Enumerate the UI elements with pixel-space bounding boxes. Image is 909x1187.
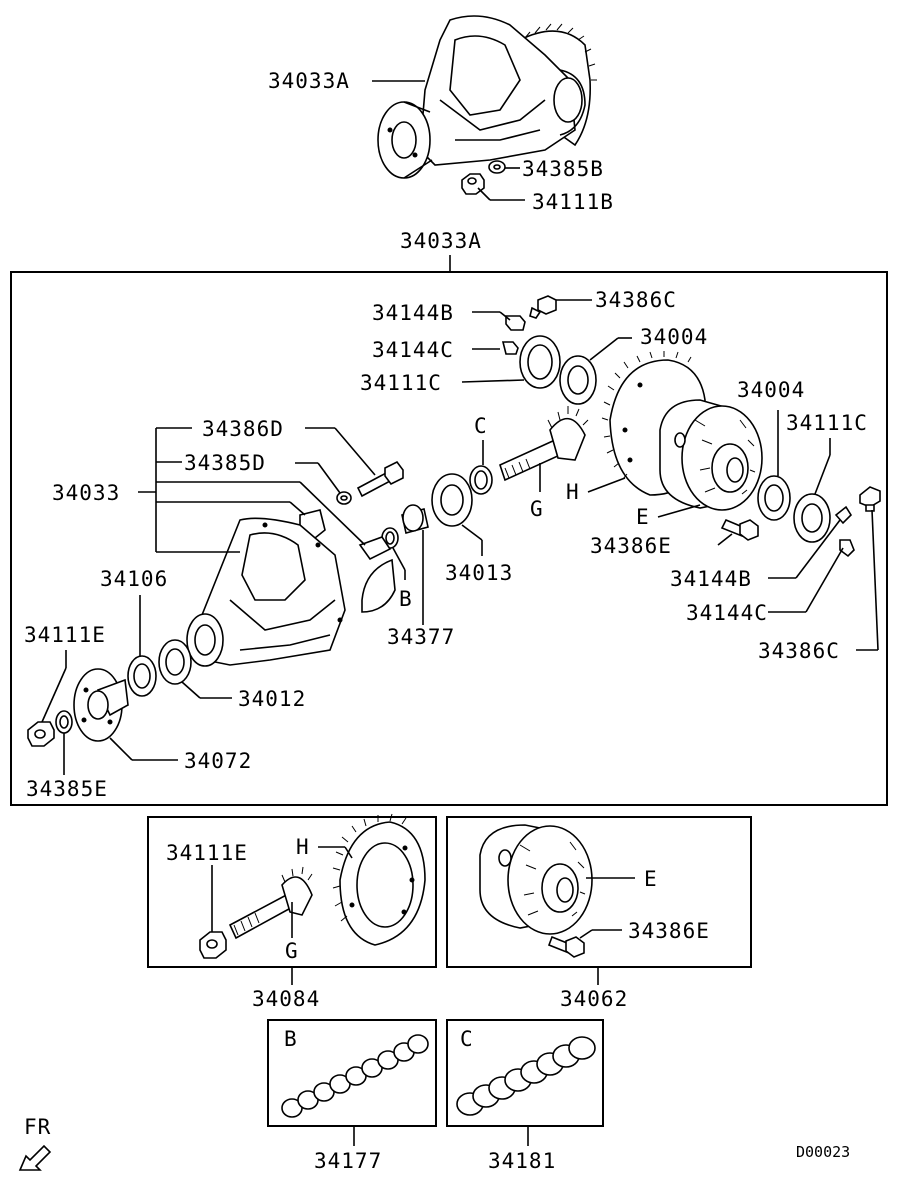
kit-34181-number: 34181: [488, 1149, 556, 1173]
label-G: G: [530, 497, 544, 521]
kit-34177-letter: B: [284, 1027, 298, 1051]
label-34111E: 34111E: [24, 623, 106, 647]
diagram-code: D00023: [796, 1143, 850, 1161]
clip-34144B-top: [505, 315, 526, 331]
spacer-34377: [401, 504, 429, 534]
label-34106: 34106: [100, 567, 168, 591]
label-34385D: 34385D: [184, 451, 266, 475]
label-34386C-top: 34386C: [595, 288, 677, 312]
main-box-title: 34033A: [400, 229, 482, 253]
clip-34144C-top: [501, 341, 519, 355]
top-carrier-assembly: 34033A 34385B 34111B: [268, 15, 614, 214]
label-B: B: [399, 587, 413, 611]
oil-seal-34106: [127, 655, 157, 697]
label-34144C-top: 34144C: [372, 338, 454, 362]
nut-34111E: [27, 721, 55, 747]
kit-34181-letter: C: [460, 1027, 474, 1051]
bearing-34004-top: [559, 355, 597, 405]
oil-seal-34111C-top: [519, 335, 561, 389]
label-34033A-top: 34033A: [268, 69, 350, 93]
clip-34144B-right: [834, 505, 853, 525]
kit-34084-pinion: [228, 866, 313, 940]
label-34386D: 34386D: [202, 417, 284, 441]
label-34004-top: 34004: [640, 325, 708, 349]
label-34377: 34377: [387, 625, 455, 649]
label-34111C-top: 34111C: [360, 371, 442, 395]
label-34012: 34012: [238, 687, 306, 711]
kit-34084-ring-label: H: [296, 835, 310, 859]
kit-34062-bolt-label: 34386E: [628, 919, 710, 943]
bearing-34004-right: [757, 475, 791, 521]
label-H: H: [566, 480, 580, 504]
carrier-34033: [186, 517, 346, 667]
bearing-cap-side: [358, 536, 396, 613]
kit-34181-shims: [456, 1036, 596, 1116]
kit-34062-bolt: [547, 935, 585, 958]
front-direction-label: FR: [24, 1115, 51, 1139]
kit-34177-shims: [281, 1034, 429, 1118]
kit-34084-pinion-label: G: [285, 939, 299, 963]
kit-34084-nut: [199, 931, 227, 959]
label-E: E: [636, 505, 650, 529]
bolt-34386D: [356, 460, 404, 498]
label-34033: 34033: [52, 481, 120, 505]
kit-box-34177: [267, 1019, 437, 1127]
diff-case-E: [659, 399, 763, 511]
kit-34062-number: 34062: [560, 987, 628, 1011]
flange-34072: [73, 668, 129, 742]
kit-box-34062: [446, 816, 752, 968]
drive-pinion-G: [499, 406, 589, 482]
label-34144B-right: 34144B: [670, 567, 752, 591]
washer-34385E: [55, 710, 73, 734]
label-34072: 34072: [184, 749, 252, 773]
kit-34062-case-label: E: [644, 867, 658, 891]
label-34111C-right: 34111C: [786, 411, 868, 435]
kit-box-34181: [446, 1019, 604, 1127]
label-34144C-right: 34144C: [686, 601, 768, 625]
kit-34062-diff-case: [479, 824, 593, 935]
label-34386E: 34386E: [590, 534, 672, 558]
label-34111B: 34111B: [532, 190, 614, 214]
label-34013: 34013: [445, 561, 513, 585]
oil-seal-34111C-right: [793, 493, 831, 543]
label-34385E: 34385E: [26, 777, 108, 801]
kit-34084-number: 34084: [252, 987, 320, 1011]
shim-C: [469, 465, 493, 495]
bolt-34386C-top: [529, 295, 557, 319]
kit-34084-ring-gear: [332, 813, 426, 946]
main-exploded-box: [10, 271, 888, 806]
kit-34177-number: 34177: [314, 1149, 382, 1173]
kit-34084-nut-label: 34111E: [166, 841, 248, 865]
label-34144B-top: 34144B: [372, 301, 454, 325]
bolt-34386E: [720, 518, 759, 541]
clip-34144C-right: [839, 539, 855, 558]
label-C: C: [474, 414, 488, 438]
washer-34385D: [336, 491, 352, 505]
front-direction-arrow-icon: [18, 1144, 52, 1171]
label-34385B: 34385B: [522, 157, 604, 181]
label-34004-right: 34004: [737, 378, 805, 402]
bearing-34012: [158, 639, 192, 685]
label-34386C-right: 34386C: [758, 639, 840, 663]
bearing-34013: [431, 473, 473, 527]
bolt-34386C-right: [859, 486, 881, 512]
